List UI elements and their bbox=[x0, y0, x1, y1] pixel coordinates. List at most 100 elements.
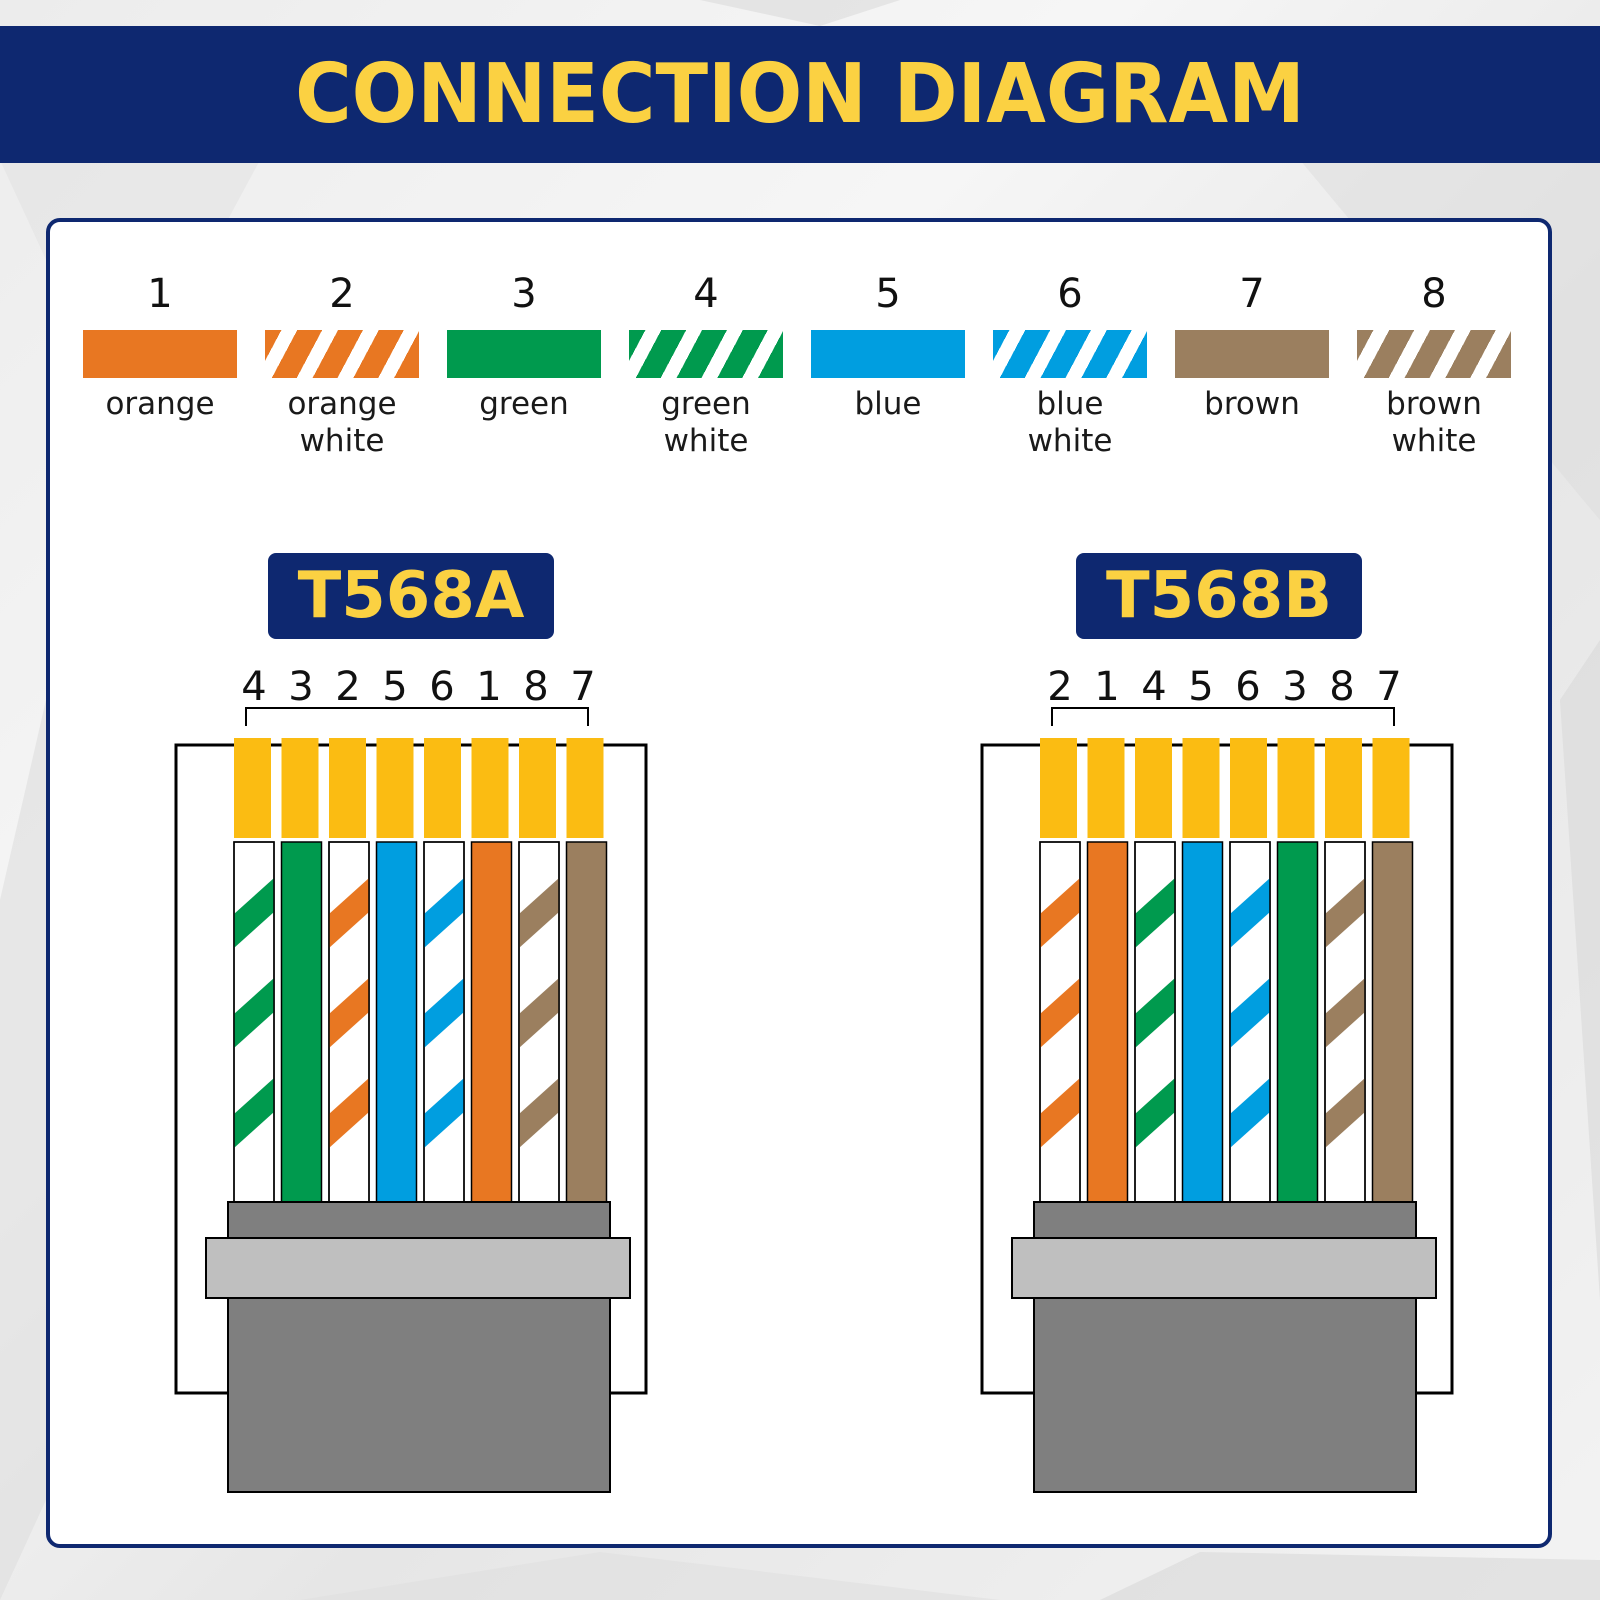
wire-blue-white bbox=[423, 841, 465, 1203]
wire-stripe bbox=[1230, 1078, 1270, 1148]
wire-stripe bbox=[329, 878, 369, 948]
contact-bracket bbox=[245, 707, 589, 726]
gold-contact bbox=[329, 738, 366, 838]
gold-contact bbox=[1087, 738, 1125, 838]
wire-brown bbox=[565, 841, 608, 1203]
legend-label: orange bbox=[105, 386, 215, 422]
legend-swatch-7 bbox=[1175, 330, 1329, 378]
legend-item-5: 5 blue bbox=[800, 266, 976, 423]
wire-stripe bbox=[519, 978, 559, 1048]
wire-brown bbox=[1371, 841, 1414, 1203]
gold-contact bbox=[281, 738, 319, 838]
pin-order-number: 5 bbox=[1188, 664, 1214, 710]
pin-order-number: 7 bbox=[570, 664, 596, 710]
legend-swatch-1 bbox=[83, 330, 237, 378]
wire-stripe bbox=[1135, 1078, 1175, 1148]
wire-body bbox=[280, 841, 323, 1203]
gold-contact bbox=[1040, 738, 1077, 838]
pin-order-number: 2 bbox=[1047, 664, 1073, 710]
wire-stripe bbox=[1040, 878, 1080, 948]
legend-label: green bbox=[479, 386, 569, 422]
wire-blue-white bbox=[1229, 841, 1271, 1203]
legend-swatch-5 bbox=[811, 330, 965, 378]
page-title: CONNECTION DIAGRAM bbox=[295, 47, 1305, 142]
legend-label: blue bbox=[854, 386, 922, 422]
wire-stripe bbox=[1325, 978, 1365, 1048]
wire-stripe bbox=[1325, 1078, 1365, 1148]
contact-bracket bbox=[1051, 707, 1395, 726]
gold-contact bbox=[566, 738, 604, 838]
t568a-connector bbox=[174, 707, 648, 1493]
pin-order-number: 3 bbox=[288, 664, 314, 710]
pin-order-number: 1 bbox=[476, 664, 502, 710]
wire-stripe bbox=[234, 978, 274, 1048]
wire-stripe bbox=[1230, 878, 1270, 948]
wire-stripe bbox=[1040, 978, 1080, 1048]
gold-contact bbox=[1277, 738, 1315, 838]
pin-order-number: 4 bbox=[1141, 664, 1167, 710]
wire-stripe bbox=[424, 978, 464, 1048]
wire-body bbox=[1276, 841, 1319, 1203]
wire-stripe bbox=[234, 1078, 274, 1148]
gold-contact bbox=[471, 738, 509, 838]
gold-contact bbox=[1372, 738, 1410, 838]
legend-number: 7 bbox=[1239, 271, 1265, 317]
gold-contact bbox=[424, 738, 461, 838]
legend-swatch-8 bbox=[1357, 330, 1511, 378]
wire-green bbox=[280, 841, 323, 1203]
pin-order-number: 3 bbox=[1282, 664, 1308, 710]
wire-stripe bbox=[1135, 978, 1175, 1048]
wire-green-white bbox=[233, 841, 275, 1203]
pin-order-number: 1 bbox=[1094, 664, 1120, 710]
wire-stripe bbox=[1135, 878, 1175, 948]
legend-number: 3 bbox=[511, 271, 537, 317]
legend-number: 2 bbox=[329, 271, 355, 317]
wire-green bbox=[1276, 841, 1319, 1203]
gold-contact bbox=[234, 738, 271, 838]
pin-order-number: 7 bbox=[1376, 664, 1402, 710]
pin-order-number: 6 bbox=[1235, 664, 1261, 710]
legend-swatch-2 bbox=[265, 330, 419, 378]
wire-body bbox=[470, 841, 513, 1203]
gold-contact bbox=[1135, 738, 1172, 838]
wire-stripe bbox=[424, 878, 464, 948]
wire-stripe bbox=[519, 1078, 559, 1148]
title-banner bbox=[0, 26, 1600, 163]
legend-number: 6 bbox=[1057, 271, 1083, 317]
wire-blue bbox=[375, 841, 418, 1203]
legend-item-3: 3 green bbox=[436, 266, 612, 423]
wire-orange bbox=[470, 841, 513, 1203]
wire-stripe bbox=[1325, 878, 1365, 948]
legend-swatch-6 bbox=[993, 330, 1147, 378]
crimp-band bbox=[205, 1237, 631, 1299]
wire-body bbox=[375, 841, 418, 1203]
gold-contact bbox=[1325, 738, 1362, 838]
legend-label: brown bbox=[1204, 386, 1300, 422]
wire-brown-white bbox=[1324, 841, 1366, 1203]
wire-blue bbox=[1181, 841, 1224, 1203]
wire-body bbox=[1371, 841, 1414, 1203]
legend-number: 1 bbox=[147, 271, 173, 317]
wire-stripe bbox=[424, 1078, 464, 1148]
wire-orange-white bbox=[1039, 841, 1081, 1203]
wire-green-white bbox=[1134, 841, 1176, 1203]
legend-item-1: 1 orange bbox=[72, 266, 248, 423]
wire-brown-white bbox=[518, 841, 560, 1203]
wire-stripe bbox=[1040, 1078, 1080, 1148]
crimp-band bbox=[1011, 1237, 1437, 1299]
legend-number: 5 bbox=[875, 271, 901, 317]
wire-stripe bbox=[234, 878, 274, 948]
wire-stripe bbox=[329, 1078, 369, 1148]
t568b-badge: T568B bbox=[1076, 553, 1362, 639]
legend-number: 4 bbox=[693, 271, 719, 317]
wire-stripe bbox=[1230, 978, 1270, 1048]
t568a-badge: T568A bbox=[268, 553, 554, 639]
legend-item-7: 7 brown bbox=[1164, 266, 1340, 423]
